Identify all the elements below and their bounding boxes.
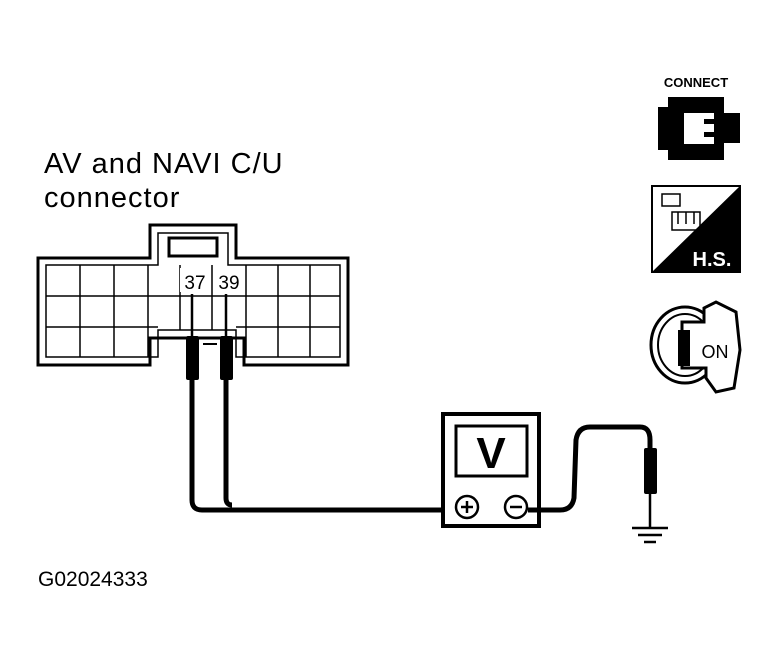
connect-icon-label: CONNECT	[664, 75, 728, 90]
ground-probe	[644, 448, 657, 494]
ignition-on-label: ON	[702, 342, 729, 362]
probe-pins	[190, 294, 228, 345]
terminal-37-label: 37	[184, 273, 205, 294]
probe-handles	[186, 336, 233, 380]
connector-title-line1: AV and NAVI C/U	[44, 148, 284, 180]
meter-symbol: V	[476, 429, 506, 478]
connector	[36, 223, 350, 367]
connect-icon: CONNECT	[658, 75, 740, 160]
figure-id: G02024333	[38, 568, 148, 591]
ignition-key-on-icon	[649, 300, 742, 394]
harness-side-icon: H.S.	[651, 185, 741, 273]
connector-title-line2: connector	[44, 182, 181, 214]
terminal-39-label: 39	[218, 273, 239, 294]
ground-symbol	[632, 494, 668, 544]
hs-icon-label: H.S.	[693, 249, 732, 271]
ground-lead	[528, 424, 653, 513]
test-leads	[189, 380, 452, 513]
voltmeter	[441, 412, 541, 528]
